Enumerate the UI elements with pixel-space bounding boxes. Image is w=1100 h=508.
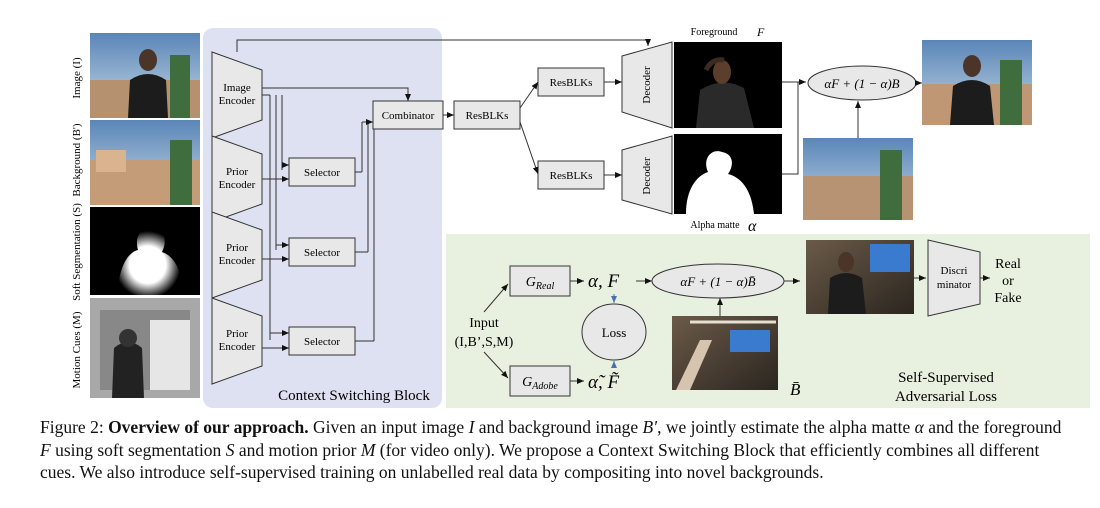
selector-1: Selector xyxy=(288,157,356,187)
motion-cues-thumbnail xyxy=(90,298,200,398)
prior-encoder-3: Prior Encoder xyxy=(211,297,263,385)
soft-segmentation-thumbnail xyxy=(90,207,200,295)
svg-text:αF + (1 − α)B̄: αF + (1 − α)B̄ xyxy=(680,274,755,289)
svg-text:Real: Real xyxy=(995,257,1021,272)
svg-text:Encoder: Encoder xyxy=(219,341,256,353)
svg-text:Loss: Loss xyxy=(602,325,627,340)
svg-text:Prior: Prior xyxy=(226,242,248,254)
bbar-label: B̄ xyxy=(790,380,801,399)
svg-text:Image: Image xyxy=(223,82,251,94)
svg-text:αF + (1 − α)B: αF + (1 − α)B xyxy=(824,76,899,91)
resblks-shared: ResBLKs xyxy=(453,100,521,130)
svg-text:Selector: Selector xyxy=(304,167,340,179)
label-soft-segmentation: Soft Segmentation (S) xyxy=(71,203,83,301)
svg-text:Encoder: Encoder xyxy=(219,95,256,107)
prior-encoder-2: Prior Encoder xyxy=(211,211,263,299)
loss-node: Loss xyxy=(581,303,647,361)
input-args: (I,B’,S,M) xyxy=(455,335,514,350)
svg-text:Selector: Selector xyxy=(304,247,340,259)
combinator: Combinator xyxy=(372,100,444,130)
adobe-outputs: α̃, F̃ xyxy=(588,372,619,393)
svg-text:Combinator: Combinator xyxy=(382,110,435,122)
composite-node: αF + (1 − α)B xyxy=(807,65,917,101)
image-encoder: Image Encoder xyxy=(211,51,263,139)
svg-text:GAdobe: GAdobe xyxy=(522,375,558,392)
alpha-symbol: α xyxy=(748,218,757,235)
prior-encoder-1: Prior Encoder xyxy=(211,135,263,223)
svg-text:Decoder: Decoder xyxy=(641,157,653,195)
composite-output-image xyxy=(922,40,1032,125)
context-block-title: Context Switching Block xyxy=(278,388,430,404)
background-thumbnail xyxy=(90,120,200,205)
svg-text:Encoder: Encoder xyxy=(219,255,256,267)
svg-text:Encoder: Encoder xyxy=(219,179,256,191)
input-label: Input xyxy=(469,316,499,331)
svg-text:ResBLKs: ResBLKs xyxy=(550,170,593,182)
novel-background-bbar-image xyxy=(672,316,778,390)
label-motion-cues: Motion Cues (M) xyxy=(71,311,83,388)
svg-text:GReal: GReal xyxy=(526,275,555,292)
svg-text:Self-Supervised: Self-Supervised xyxy=(898,370,994,386)
g-real-generator: GReal xyxy=(509,265,571,297)
overview-diagram: Image (I) Background (B') Soft Segmentat… xyxy=(71,25,1090,408)
discriminator: Discri minator xyxy=(927,239,981,317)
novel-background-thumbnail xyxy=(803,138,913,220)
caption-bold: Overview of our approach. xyxy=(108,417,309,437)
svg-text:Prior: Prior xyxy=(226,166,248,178)
adversarial-composite-image xyxy=(806,240,914,314)
resblks-alpha: ResBLKs xyxy=(537,160,605,190)
real-or-fake-label: Real or Fake xyxy=(994,257,1021,306)
svg-text:ResBLKs: ResBLKs xyxy=(466,110,509,122)
svg-text:Selector: Selector xyxy=(304,336,340,348)
foreground-symbol: F xyxy=(756,25,765,39)
foreground-label: Foreground xyxy=(691,27,738,38)
svg-text:Fake: Fake xyxy=(994,291,1021,306)
adversarial-composite-node: αF + (1 − α)B̄ xyxy=(651,263,785,299)
svg-text:Prior: Prior xyxy=(226,328,248,340)
decoder-alpha: Decoder xyxy=(621,135,673,215)
alpha-matte-output-image xyxy=(674,134,782,214)
g-adobe-generator: GAdobe xyxy=(509,365,571,397)
svg-text:Discri: Discri xyxy=(941,265,968,277)
alpha-matte-label: Alpha matte xyxy=(690,220,740,231)
selector-3: Selector xyxy=(288,326,356,356)
svg-text:minator: minator xyxy=(937,279,972,291)
real-outputs: α, F xyxy=(588,271,619,292)
resblks-foreground: ResBLKs xyxy=(537,67,605,97)
foreground-output-image xyxy=(674,42,782,128)
svg-text:Decoder: Decoder xyxy=(641,66,653,104)
figure-caption: Figure 2: Overview of our approach. Give… xyxy=(40,417,1062,482)
svg-text:or: or xyxy=(1002,274,1014,289)
input-image-thumbnail xyxy=(90,33,200,118)
svg-text:ResBLKs: ResBLKs xyxy=(550,77,593,89)
caption-label: Figure 2: xyxy=(40,417,104,437)
decoder-foreground: Decoder xyxy=(621,41,673,129)
adversarial-title: Self-Supervised Adversarial Loss xyxy=(895,370,997,405)
label-image: Image (I) xyxy=(71,57,83,99)
label-background: Background (B') xyxy=(71,123,83,196)
svg-text:Adversarial Loss: Adversarial Loss xyxy=(895,389,997,405)
selector-2: Selector xyxy=(288,237,356,267)
